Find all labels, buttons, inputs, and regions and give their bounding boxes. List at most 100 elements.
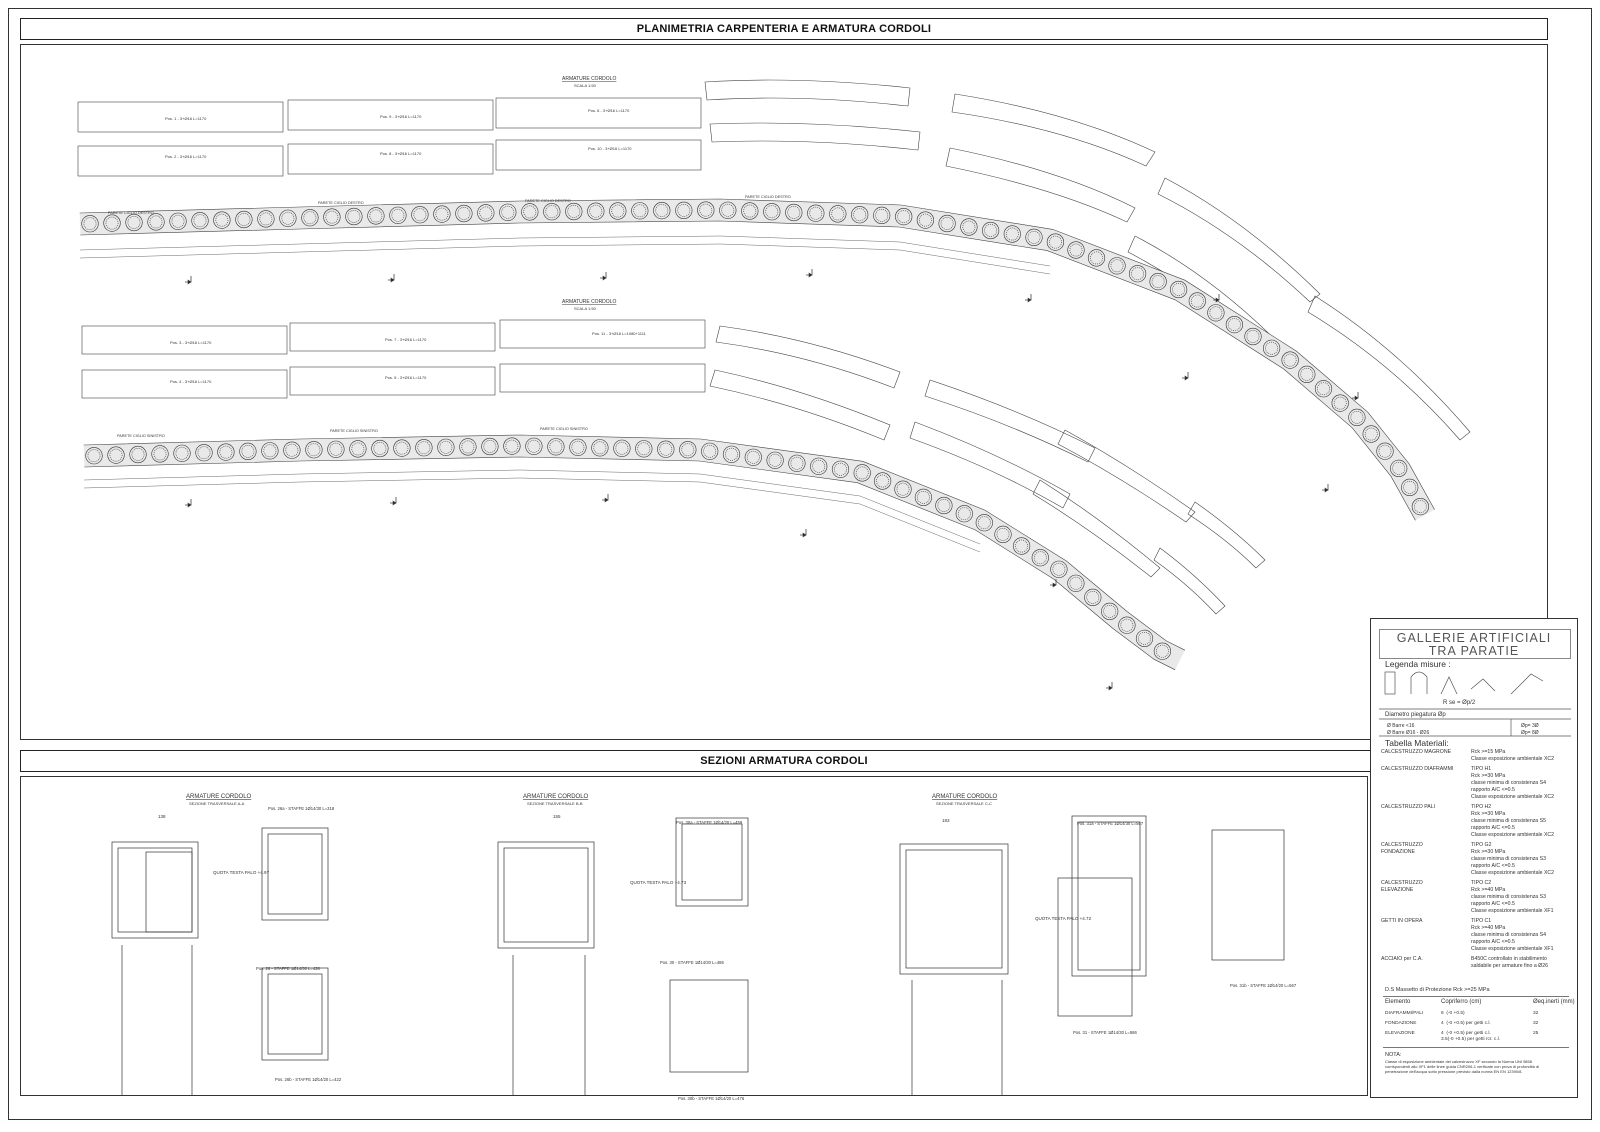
pile-rebar-cage — [896, 482, 910, 496]
parete-sinistro-label-2: PARETE CIGLIO SINISTRO — [330, 429, 378, 433]
diam-row1-a: Ø Barre <16 — [1387, 723, 1415, 729]
pos11-label: Pos. 11 - 3+Ø16 L=1080+1111 — [592, 331, 647, 336]
pile-rebar-cage — [1246, 330, 1260, 343]
pile-rebar-cage — [307, 443, 321, 457]
quota-b: QUOTA TESTA PALO +4.73 — [630, 880, 687, 885]
title-block: GALLERIE ARTIFICIALI TRA PARATIE Legenda… — [1370, 618, 1578, 1098]
pos30a-caption: Pos. 30a - STAFFE 1Ø14/20 L=459 — [676, 820, 743, 825]
section-a-sub: SEZIONE TRASVERSALE A-A — [189, 801, 245, 806]
pos6-label: Pos. 6 - 3+Ø16 L=1170 — [588, 108, 630, 113]
pile-circle — [1003, 225, 1021, 243]
pos5-label: Pos. 5 - 3+Ø16 L=1170 — [385, 375, 427, 380]
pile-rebar-cage — [1172, 283, 1185, 296]
dimension-line — [79, 243, 1051, 275]
material-name: CALCESTRUZZO ELEVAZIONE — [1381, 880, 1423, 893]
section-marker-arrow — [187, 279, 192, 285]
material-value: TIPO C1 Rck >=40 MPa classe minima di co… — [1471, 918, 1554, 952]
armature-scale-mid: SCALA 1:50 — [574, 306, 597, 311]
pile-circle — [327, 440, 345, 458]
pile-rebar-cage — [611, 204, 625, 218]
section-marker-arrow — [602, 275, 607, 281]
pile-circle — [1188, 292, 1206, 310]
rebar-bar — [289, 322, 496, 352]
pile-circle — [810, 457, 828, 475]
pile-rebar-cage — [1120, 618, 1134, 632]
pile-circle — [657, 440, 675, 458]
pile-rebar-cage — [1110, 259, 1124, 273]
pile-rebar-cage — [1300, 367, 1314, 381]
pile-circle — [499, 203, 517, 221]
sections-title: SEZIONI ARMATURA CORDOLI — [20, 750, 1548, 772]
pile-rebar-cage — [937, 499, 951, 512]
pile-rebar-cage — [259, 212, 273, 226]
table-cell: 25 — [1533, 1031, 1539, 1036]
pile-circle — [217, 443, 235, 461]
pile-circle — [1067, 241, 1085, 259]
pile-rebar-cage — [149, 215, 163, 229]
pos1-label: Pos. 1 - 3+Ø16 L=1170 — [165, 116, 207, 121]
section-a-core — [145, 851, 193, 933]
pile-rebar-cage — [417, 441, 431, 455]
pile-circle — [1012, 537, 1031, 555]
stirrup-26a — [261, 827, 329, 921]
legenda-label: Legenda misure : — [1385, 659, 1451, 669]
table-cell: 32 — [1533, 1011, 1539, 1016]
pile-rebar-cage — [765, 205, 779, 219]
pile-circle — [81, 215, 99, 233]
pile-rebar-cage — [373, 442, 387, 455]
pile-circle — [1108, 257, 1126, 275]
pile-circle — [195, 444, 213, 462]
pile-rebar-cage — [659, 442, 673, 456]
stirrup-26a-inner — [267, 833, 323, 915]
pile-circle — [960, 218, 978, 236]
stirrup-26b — [261, 967, 329, 1061]
curved-rebar-bar — [1187, 501, 1266, 569]
pile-circle — [766, 451, 784, 469]
material-value: TIPO H1 Rck >=30 MPa classe minima di co… — [1471, 766, 1555, 800]
pile-circle — [565, 202, 583, 221]
pile-rebar-cage — [743, 204, 757, 218]
pile-rebar-cage — [1005, 227, 1019, 241]
section-marker-arrow — [1027, 297, 1032, 303]
pile-circle — [1314, 380, 1333, 398]
material-name: CALCESTRUZZO DIAFRAMMI — [1381, 766, 1454, 772]
section-b-outline — [497, 841, 595, 949]
pile-circle — [389, 206, 407, 224]
dimension-line — [83, 469, 981, 545]
pile-rebar-cage — [369, 209, 383, 223]
pile-rebar-cage — [545, 205, 559, 219]
section-a-outline — [111, 841, 199, 939]
pile-rebar-cage — [215, 213, 229, 227]
pile-rebar-cage — [303, 211, 317, 225]
pile-rebar-cage — [1069, 243, 1083, 257]
pile-circle — [1046, 233, 1064, 251]
pile-rebar-cage — [505, 439, 519, 453]
pile-circle — [1128, 265, 1147, 283]
armature-title-top: ARMATURE CORDOLO — [562, 76, 616, 82]
pile-circle — [213, 211, 231, 229]
stirrup-26b-inner — [267, 973, 323, 1055]
pos31b-caption: Pos. 31b - STAFFE 1Ø14/20 L=567 — [1230, 983, 1297, 988]
pile-rebar-cage — [633, 204, 647, 218]
pile-circle — [955, 505, 973, 523]
pile-circle — [981, 221, 1000, 240]
table-cell: 32 — [1533, 1021, 1539, 1026]
pile-rebar-cage — [593, 441, 607, 455]
pile-circle — [895, 208, 913, 226]
pile-circle — [1298, 365, 1316, 384]
rebar-bar — [287, 143, 494, 175]
pile-rebar-cage — [325, 210, 339, 224]
pile-circle — [437, 438, 455, 456]
material-value: TIPO H2 Rck >=30 MPa classe minima di co… — [1471, 804, 1555, 838]
pile-rebar-cage — [855, 466, 869, 480]
diametro-label: Diametro piegatura Øp — [1385, 712, 1446, 718]
lower-edge — [83, 434, 1186, 651]
formula-label: R se = Øp/2 — [1443, 700, 1476, 706]
pile-rebar-cage — [1027, 230, 1041, 244]
curved-rebar-bar — [709, 122, 921, 151]
pile-rebar-cage — [919, 213, 932, 227]
pile-circle — [129, 445, 147, 464]
pile-circle — [543, 203, 561, 221]
pile-circle — [975, 514, 993, 532]
pile-rebar-cage — [853, 208, 867, 222]
